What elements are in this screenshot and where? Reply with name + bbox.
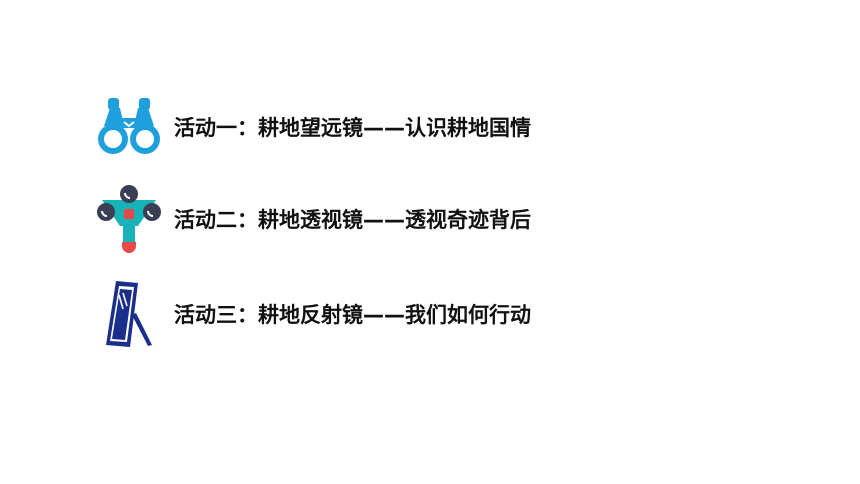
activity-label-1: 活动一：耕地望远镜——认识耕地国情 xyxy=(174,116,531,140)
activity-item-1: 活动一：耕地望远镜——认识耕地国情 xyxy=(96,92,531,162)
binoculars-icon xyxy=(96,92,162,162)
periscope-icon xyxy=(96,184,162,254)
mirror-icon xyxy=(96,279,162,349)
activity-label-2: 活动二：耕地透视镜——透视奇迹背后 xyxy=(174,208,531,232)
activity-item-3: 活动三：耕地反射镜——我们如何行动 xyxy=(96,279,531,349)
activity-item-2: 活动二：耕地透视镜——透视奇迹背后 xyxy=(96,184,531,254)
activity-label-3: 活动三：耕地反射镜——我们如何行动 xyxy=(174,303,531,327)
